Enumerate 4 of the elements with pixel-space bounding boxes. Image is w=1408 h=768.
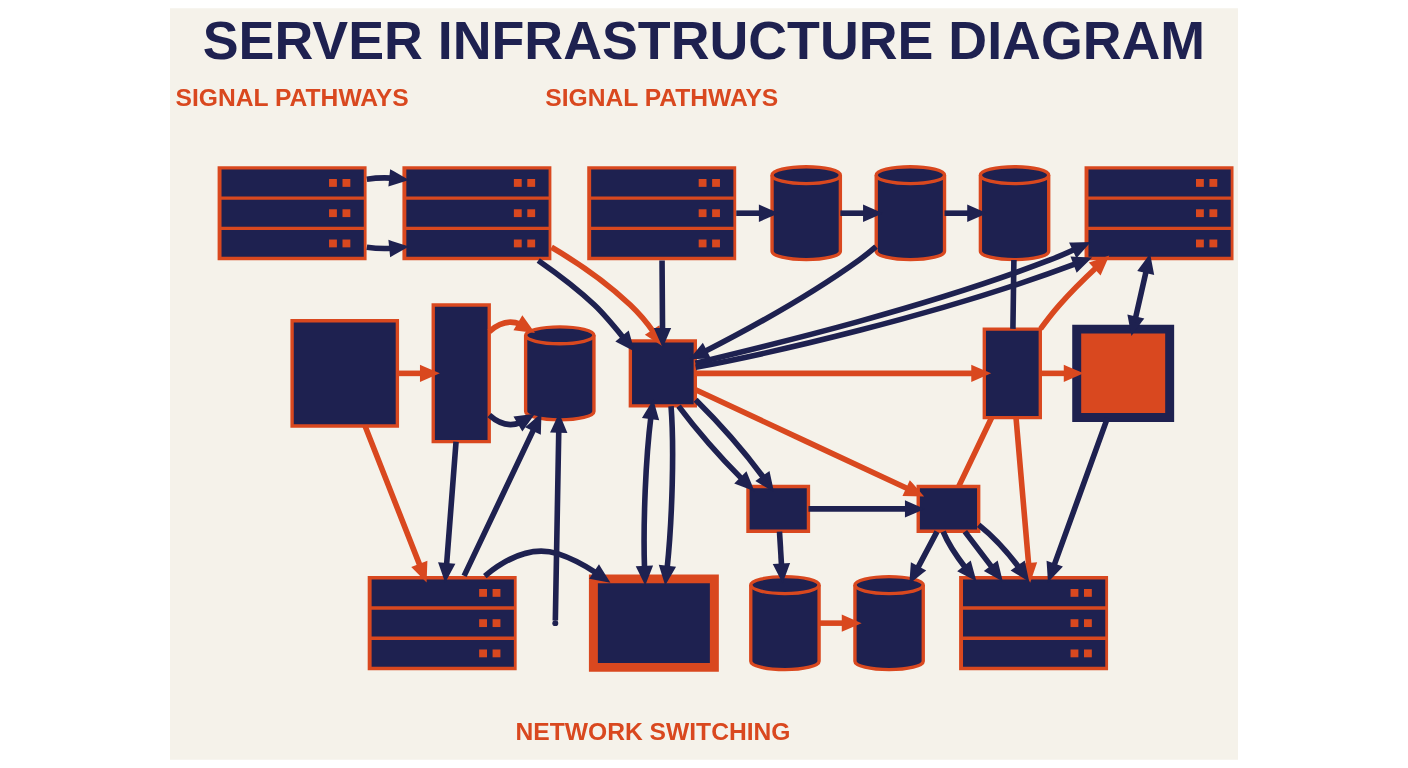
label: SIGNAL PATHWAYS	[545, 84, 779, 112]
label: NETWORK SWITCHING	[515, 718, 791, 746]
diagram-title: SERVER INFRASTRUCTURE DIAGRAM	[202, 10, 1206, 71]
label: SIGNAL PATHWAYS	[175, 84, 409, 112]
